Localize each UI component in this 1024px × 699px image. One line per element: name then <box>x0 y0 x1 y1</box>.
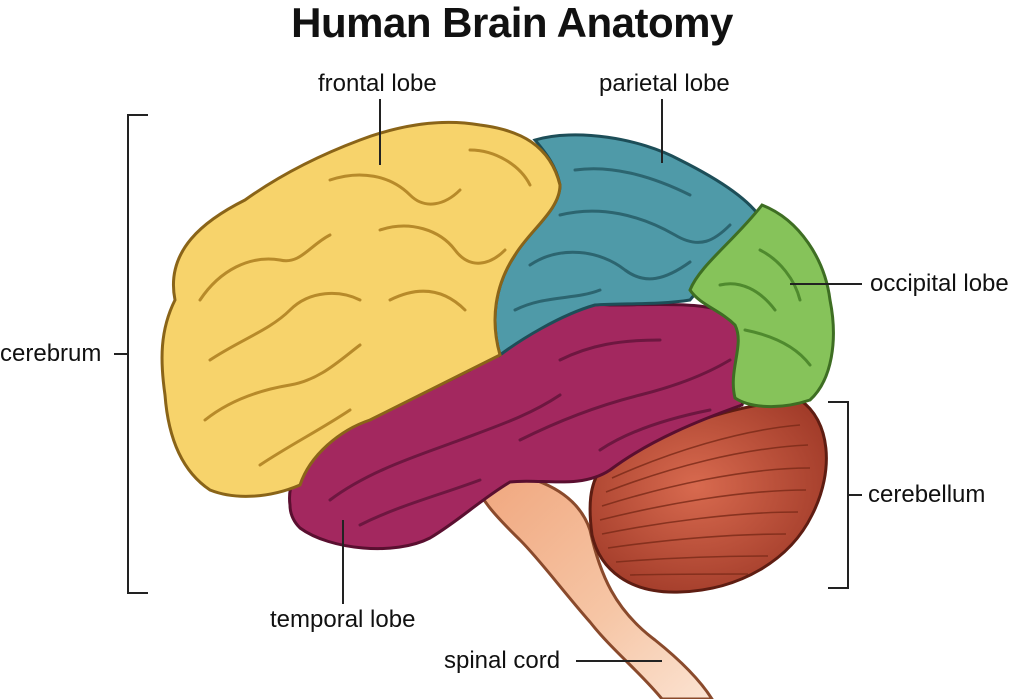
leader-lines <box>114 99 862 662</box>
cerebellum-folia <box>599 424 811 576</box>
temporal-lobe-label: temporal lobe <box>270 606 416 633</box>
parietal-gyri <box>513 167 732 312</box>
temporal-gyri <box>328 338 732 527</box>
occipital-lobe-region <box>688 203 835 409</box>
occipital-gyri <box>718 248 812 367</box>
cerebrum-label: cerebrum <box>0 340 102 367</box>
spinal-cord-label: spinal cord <box>444 647 561 674</box>
cerebrum-bracket <box>127 114 148 594</box>
diagram-title: Human Brain Anatomy <box>291 0 733 46</box>
frontal-gyri <box>198 148 532 467</box>
cerebellum-bracket <box>828 401 849 589</box>
frontal-lobe-region <box>160 120 562 498</box>
frontal-lobe-label: frontal lobe <box>318 70 437 97</box>
parietal-lobe-label: parietal lobe <box>599 70 730 97</box>
cerebellum-label: cerebellum <box>868 481 986 508</box>
occipital-lobe-label: occipital lobe <box>870 270 1009 297</box>
